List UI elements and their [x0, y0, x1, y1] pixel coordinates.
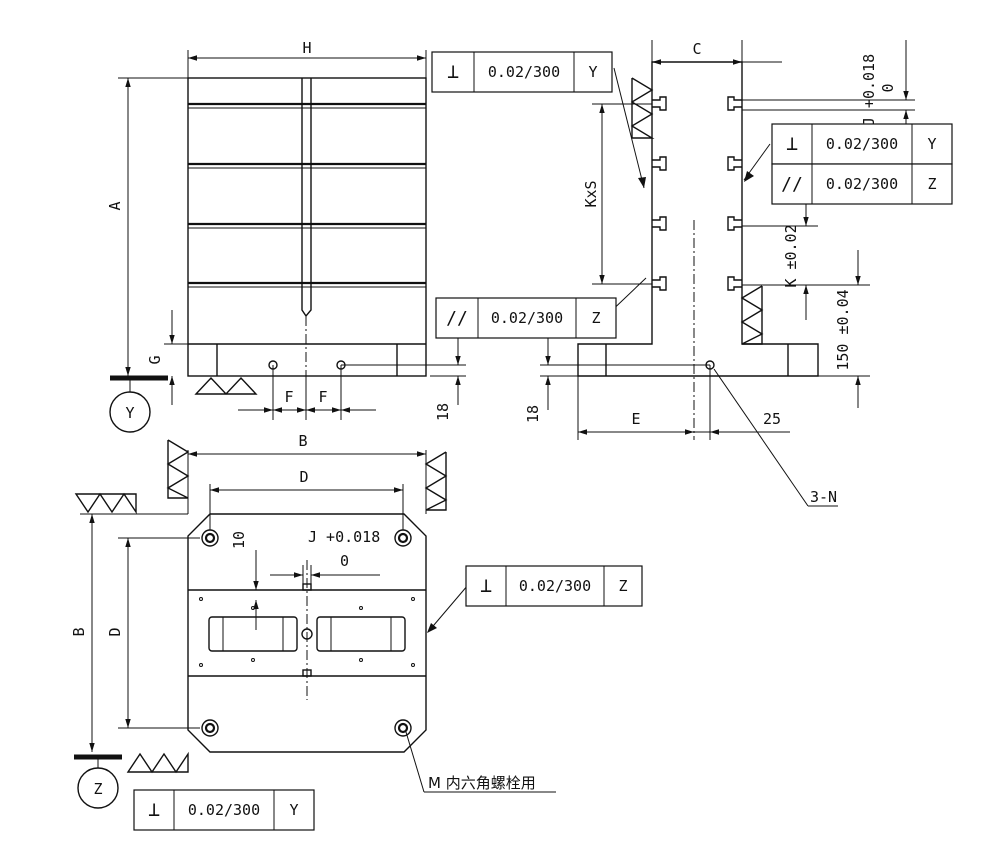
- label-d-side: D: [106, 627, 124, 636]
- label-a: A: [106, 201, 124, 210]
- bolt-hole-br: [394, 719, 412, 737]
- tf-symbol: ⊥: [447, 59, 459, 83]
- tolerance-frame-perp-top-y: ⊥ 0.02/300 Y: [431, 51, 613, 93]
- label-b-side: B: [70, 627, 88, 636]
- label-3n: 3-N: [810, 488, 837, 506]
- label-10: 10: [230, 531, 248, 549]
- tf-symbol: //: [446, 308, 468, 329]
- dimension-b-top: B: [166, 432, 448, 514]
- tolerance-frame-perp-bot-y: ⊥ 0.02/300 Y: [133, 789, 315, 831]
- label-18-left: 18: [434, 403, 452, 421]
- side-view: [540, 61, 870, 440]
- label-j-bottom-zero: 0: [340, 552, 349, 570]
- datum-z: Z: [74, 751, 189, 809]
- tf-datum: Z: [591, 309, 600, 327]
- label-bolt-note: M 内六角螺栓用: [428, 774, 536, 792]
- datum-y-label: Y: [125, 404, 134, 422]
- label-f1: F: [284, 388, 293, 406]
- front-view: [187, 77, 466, 420]
- label-j-top: J +0.018: [860, 54, 878, 126]
- tf-datum: Z: [927, 175, 936, 193]
- datum-z-label: Z: [93, 780, 102, 798]
- label-k-tol: K ±0.02: [782, 224, 800, 287]
- dimension-a: A: [106, 77, 188, 376]
- dimension-f: F F: [238, 388, 376, 413]
- label-25: 25: [763, 410, 781, 428]
- tf-datum: Z: [618, 577, 627, 595]
- label-f2: F: [318, 388, 327, 406]
- dimension-g: G: [146, 310, 188, 405]
- dimension-150: 150 ±0.04: [834, 250, 861, 408]
- dimension-d-side: D: [106, 537, 200, 729]
- dimension-j-bottom: J +0.018 0: [270, 528, 380, 584]
- tf-symbol: //: [781, 174, 803, 195]
- tf-value: 0.02/300: [826, 135, 898, 153]
- label-b-top: B: [298, 432, 307, 450]
- label-e: E: [631, 410, 640, 428]
- tf-value: 0.02/300: [491, 309, 563, 327]
- label-j-bottom: J +0.018: [308, 528, 380, 546]
- dimension-c: C: [651, 40, 782, 65]
- dimension-18-left: 18: [430, 335, 466, 421]
- tf-value: 0.02/300: [519, 577, 591, 595]
- label-18-right: 18: [524, 405, 542, 423]
- tf-symbol: ⊥: [148, 797, 160, 821]
- dimension-k: K ±0.02: [742, 190, 870, 320]
- bolt-hole-tr: [394, 529, 412, 547]
- tf-symbol: ⊥: [786, 131, 798, 155]
- tf-datum: Y: [588, 63, 597, 81]
- frame-leaders: [427, 67, 771, 633]
- tf-datum: Y: [927, 135, 936, 153]
- dimension-18-right: 18: [524, 335, 551, 423]
- dimension-10: 10: [230, 531, 310, 630]
- dimension-b-side: B: [70, 492, 188, 752]
- tf-datum: Y: [289, 801, 298, 819]
- tolerance-frame-par-right-z: // 0.02/300 Z: [771, 163, 953, 205]
- dimension-d-top: D: [209, 468, 404, 530]
- tf-value: 0.02/300: [826, 175, 898, 193]
- tolerance-frame-perp-plan-z: ⊥ 0.02/300 Z: [465, 565, 643, 607]
- label-150: 150 ±0.04: [834, 289, 852, 370]
- plan-view: [187, 513, 427, 753]
- leader-bolt-note: M 内六角螺栓用: [405, 731, 556, 793]
- tf-value: 0.02/300: [488, 63, 560, 81]
- datum-y: Y: [109, 375, 258, 433]
- bolt-hole-bl: [201, 719, 219, 737]
- label-j-top-zero: 0: [879, 83, 897, 92]
- dimension-j-top: J +0.018 0: [742, 40, 915, 130]
- leader-3n: 3-N: [713, 368, 838, 507]
- label-g: G: [146, 355, 164, 364]
- label-kxs: KxS: [582, 180, 600, 207]
- label-h: H: [302, 39, 311, 57]
- tf-symbol: ⊥: [480, 573, 492, 597]
- tolerance-frame-perp-right-y: ⊥ 0.02/300 Y: [771, 123, 953, 165]
- tf-value: 0.02/300: [188, 801, 260, 819]
- dimension-kxs: KxS: [582, 103, 652, 285]
- dimension-h: H: [187, 39, 427, 78]
- dimension-e: E 25: [578, 410, 790, 435]
- bolt-hole-tl: [201, 529, 219, 547]
- label-c: C: [692, 40, 701, 58]
- tolerance-frame-par-mid-z: // 0.02/300 Z: [435, 297, 617, 339]
- label-d-top: D: [299, 468, 308, 486]
